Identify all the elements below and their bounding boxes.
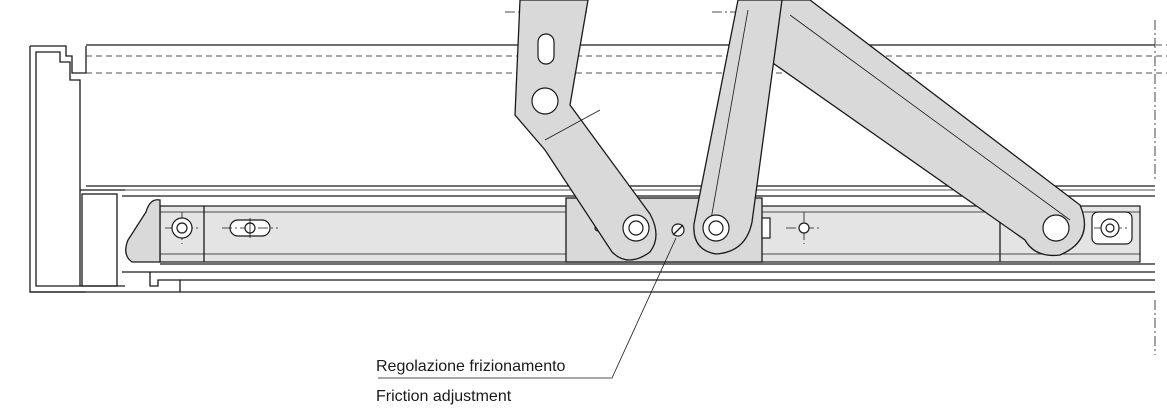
pivot-shoe-left	[622, 214, 650, 242]
slot-hole-left	[222, 218, 278, 238]
callout-label-italian: Regolazione frizionamento	[376, 358, 566, 375]
centre-arm	[693, 0, 783, 255]
callout-leader-line	[378, 237, 677, 379]
friction-adjustment-screw-icon	[671, 223, 685, 237]
dashed-sash-lines	[86, 44, 1167, 74]
lower-clip	[149, 272, 181, 292]
screw-hole-left	[165, 212, 200, 244]
screw-hole-end	[1091, 211, 1133, 245]
pivot-shoe-right	[702, 214, 730, 242]
long-arm	[739, 0, 1086, 257]
shoe-tab	[761, 217, 771, 239]
pivot-track-end	[1042, 214, 1070, 242]
track-end-hook	[125, 199, 161, 263]
callout-label-english: Friction adjustment	[376, 388, 512, 405]
screw-hole-right	[786, 212, 822, 244]
short-arm	[514, 0, 657, 261]
